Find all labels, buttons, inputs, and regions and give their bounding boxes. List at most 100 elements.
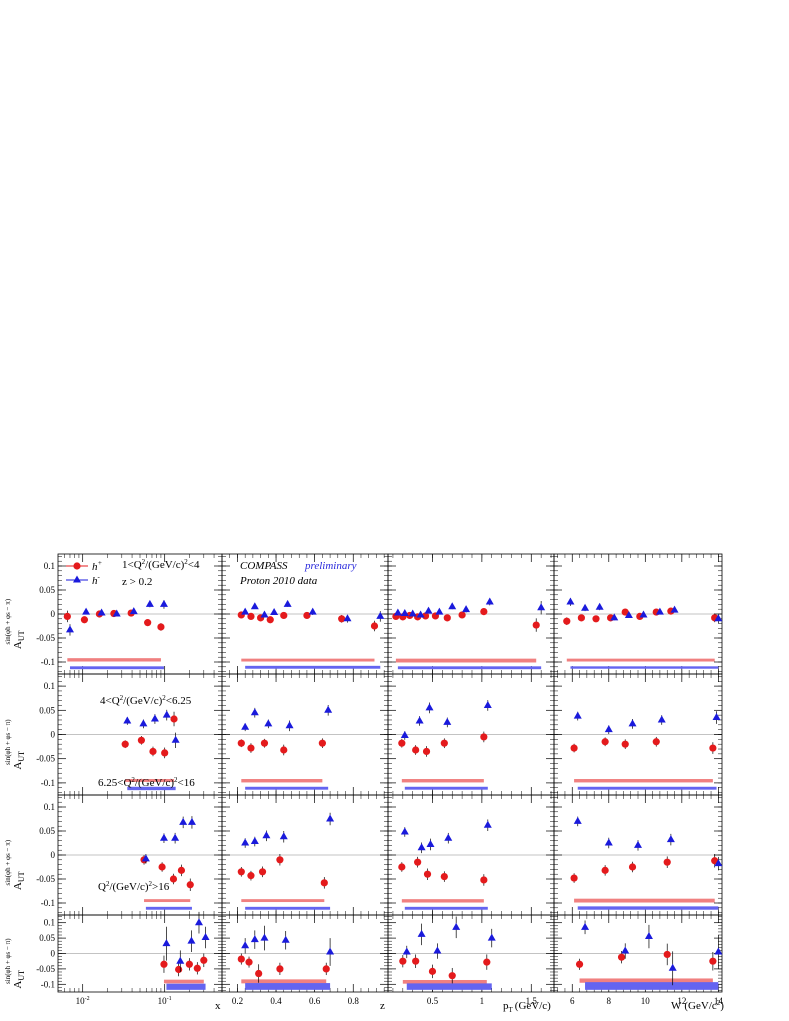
data-point-hplus [428, 967, 437, 975]
data-point-hminus [537, 603, 546, 611]
syst-band-hplus [579, 978, 713, 983]
data-point-hplus [177, 866, 186, 874]
data-point-hminus [714, 859, 723, 867]
data-point-hminus [581, 922, 590, 930]
data-point-hminus [376, 611, 385, 619]
y-tick-label: 0 [51, 730, 56, 740]
syst-band-hminus [397, 666, 542, 670]
syst-band-hplus [566, 658, 715, 662]
data-point-hminus [415, 716, 424, 724]
data-point-hplus [247, 872, 255, 880]
data-point-hplus [663, 858, 671, 866]
x-tick-label: 0.6 [309, 996, 321, 1006]
data-point-hminus [426, 839, 435, 847]
data-point-hplus [157, 623, 165, 631]
data-point-hplus [193, 964, 201, 972]
data-point-hminus [408, 609, 417, 617]
syst-band-hminus [245, 983, 331, 990]
y-axis-title-row-3: AUTsin(φh + φs − π) [4, 938, 26, 989]
y-tick-label: 0.05 [39, 933, 55, 943]
data-point-hminus [326, 814, 335, 822]
data-point-hplus [338, 615, 346, 623]
data-point-hplus [448, 972, 456, 980]
x-axis-label-pt: pT(GeV/c) [503, 1000, 551, 1014]
data-point-hminus [393, 608, 402, 616]
y-axis-title-row-1: AUTsin(φh + φs − π) [4, 719, 26, 770]
data-point-hplus [303, 611, 311, 620]
data-point-hminus [417, 929, 426, 937]
data-point-hminus [666, 835, 675, 843]
syst-band-hplus [241, 899, 325, 903]
data-point-hminus [326, 947, 335, 955]
data-point-hminus [435, 607, 444, 615]
data-point-hplus [575, 960, 584, 968]
x-tick-label: 0.4 [270, 996, 282, 1006]
data-point-hminus [424, 606, 433, 614]
data-point-hplus [276, 856, 284, 864]
data-point-hplus [237, 739, 245, 747]
data-point-hminus [150, 714, 159, 722]
data-point-hplus [149, 747, 157, 756]
panel-r1-c3 [553, 673, 723, 796]
data-point-hplus [480, 733, 488, 741]
x-tick-label: 10-2 [76, 996, 90, 1006]
syst-band-hminus [404, 906, 488, 910]
y-axis-labels: AUTsin(φh + φs − π) AUTsin(φh + φs − π) AU… [4, 598, 26, 988]
syst-band-hplus [574, 898, 715, 903]
data-point-hminus [279, 832, 288, 840]
legend: h+ h- [66, 559, 103, 587]
data-point-hminus [241, 722, 250, 730]
y-axis-title-row-0: AUTsin(φh + φs − π) [4, 598, 26, 649]
row-label-q2-4: Q2/(GeV/c)2>16 [98, 880, 170, 893]
svg-text:h-: h- [92, 573, 101, 587]
data-point-hplus [170, 715, 178, 723]
data-point-hminus [65, 625, 74, 633]
syst-band-hplus [67, 658, 161, 662]
syst-band-hminus [404, 786, 488, 790]
legend-entry-hplus: h+ [66, 559, 103, 573]
data-point-hminus [141, 854, 150, 862]
data-point-hminus [400, 827, 409, 835]
data-point-hplus [423, 870, 432, 878]
data-point-hminus [604, 838, 613, 846]
x-axis-label-z: z [380, 1000, 385, 1012]
syst-band-hminus [69, 666, 164, 670]
data-point-hminus [425, 703, 434, 711]
legend-entry-hminus: h- [66, 573, 101, 587]
data-point-hminus [262, 831, 271, 839]
y-tick-label: 0.05 [39, 826, 55, 836]
x-tick-label: 1.5 [526, 996, 538, 1006]
data-point-hplus [280, 746, 288, 754]
panel-r2-c1 [221, 794, 389, 916]
dataset-label: Proton 2010 data [239, 575, 318, 587]
x-tick-label: 0.2 [232, 996, 243, 1006]
data-point-hminus [462, 605, 471, 613]
data-point-hminus [308, 607, 317, 615]
data-point-hplus [320, 879, 328, 887]
data-point-hminus [281, 935, 290, 943]
x-axis-label-x: x [215, 1000, 221, 1012]
data-point-hminus [241, 941, 250, 949]
data-point-hplus [186, 881, 194, 889]
syst-band-hminus [245, 665, 381, 669]
data-point-hminus [714, 614, 723, 622]
syst-band-hminus [245, 906, 331, 910]
data-point-hplus [398, 739, 406, 747]
data-point-hminus [129, 607, 138, 615]
data-point-hminus [241, 607, 250, 615]
data-point-hplus [709, 957, 717, 965]
y-tick-label: -0.05 [36, 964, 55, 974]
data-point-hminus [610, 613, 619, 621]
data-point-hplus [280, 611, 288, 620]
data-point-hminus [621, 946, 630, 954]
y-axis-title-row-2: AUTsin(φh + φs − π) [4, 839, 26, 890]
data-point-hplus [483, 958, 491, 966]
data-point-hminus [433, 946, 442, 954]
panel-r2-c2 [387, 794, 555, 916]
data-point-hminus [670, 605, 679, 613]
data-point-hminus [712, 713, 721, 721]
y-tick-label: 0 [51, 850, 56, 860]
data-point-hplus [247, 744, 255, 752]
